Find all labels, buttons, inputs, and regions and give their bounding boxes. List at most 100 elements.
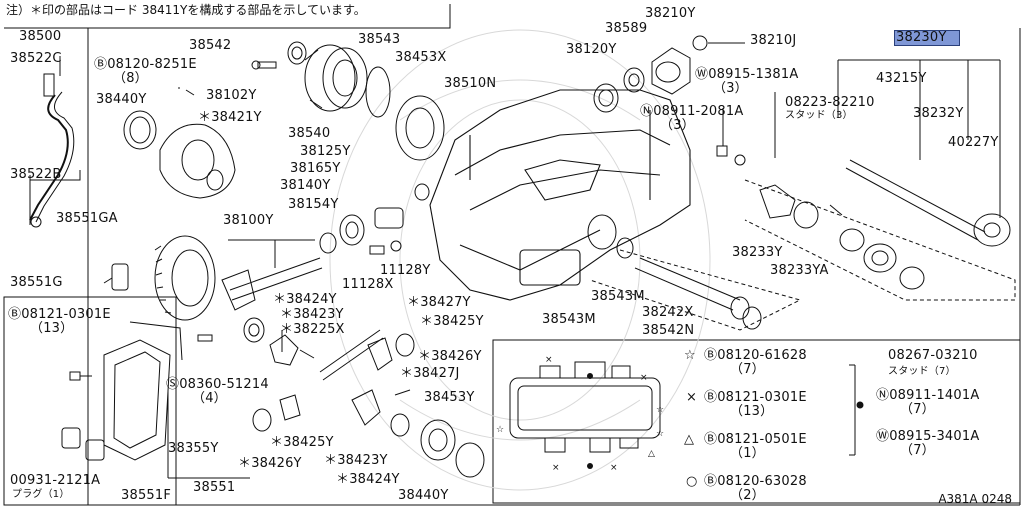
label-43215Y: 43215Y xyxy=(876,71,927,86)
label-08360-51214: Ⓢ08360-51214 xyxy=(166,377,269,392)
svg-text:×: × xyxy=(640,373,648,383)
legend-qty-7a: （7） xyxy=(730,362,765,377)
legend-group-part-08915-3401A: Ⓦ08915-3401A xyxy=(876,429,980,444)
svg-text:△: △ xyxy=(648,449,655,459)
label-38453X: 38453X xyxy=(395,50,447,65)
label-38242X: 38242X xyxy=(642,305,694,320)
svg-text:☆: ☆ xyxy=(656,405,664,415)
legend-group-part-08911-1401A: Ⓝ08911-1401A xyxy=(876,388,980,403)
label-38125Y: 38125Y xyxy=(300,144,351,159)
svg-text:×: × xyxy=(545,355,553,365)
label-38551GA: 38551GA xyxy=(56,211,118,226)
label-38225X: ＊38225X xyxy=(280,322,345,337)
label-40227Y: 40227Y xyxy=(948,135,999,150)
svg-text:×: × xyxy=(610,463,618,473)
label-38551G: 38551G xyxy=(10,275,63,290)
label-qty-3a: （3） xyxy=(713,81,748,96)
legend-group-part-08267-03210: 08267-03210 xyxy=(888,348,978,363)
label-38427J: ＊38427J xyxy=(400,366,460,381)
label-38522C: 38522C xyxy=(10,51,62,66)
svg-text:☆: ☆ xyxy=(656,429,664,439)
legend-symbol-circle: ○ xyxy=(686,474,698,489)
legend-qty-2: （2） xyxy=(730,488,765,503)
label-38440Y-upper: 38440Y xyxy=(96,92,147,107)
label-38423Y-lower: ＊38423Y xyxy=(324,453,388,468)
label-plug-1: プラグ（1） xyxy=(12,489,70,500)
label-38453Y: 38453Y xyxy=(424,390,475,405)
label-38510N: 38510N xyxy=(444,76,497,91)
label-38120Y: 38120Y xyxy=(566,42,617,57)
diagram-code: A381A 0248 xyxy=(938,492,1012,506)
label-38233Y: 38233Y xyxy=(732,245,783,260)
label-11128Y: 11128Y xyxy=(380,263,431,278)
label-qty-8: （8） xyxy=(113,71,148,86)
legend-group-qty-7c: （7） xyxy=(900,443,935,458)
label-38551: 38551 xyxy=(193,480,236,495)
label-38425Y-lower: ＊38425Y xyxy=(270,435,334,450)
watermark-emblem xyxy=(329,29,711,491)
diff-housing xyxy=(429,89,691,301)
legend-part-08120-61628: Ⓑ08120-61628 xyxy=(704,348,807,363)
label-qty-13: （13） xyxy=(30,321,74,336)
legend-qty-1: （1） xyxy=(730,446,765,461)
label-38165Y: 38165Y xyxy=(290,161,341,176)
side-retainer xyxy=(304,44,368,112)
axle-shaft xyxy=(839,159,1011,290)
legend-group-qty-stud: スタッド（7） xyxy=(888,366,956,377)
legend-qty-13: （13） xyxy=(730,404,774,419)
legend-part-08120-63028: Ⓑ08120-63028 xyxy=(704,474,807,489)
header-frame xyxy=(4,4,451,29)
header-note: 注）＊印の部品はコード 38411Yを構成する部品を示しています。 xyxy=(6,3,366,17)
label-38522B: 38522B xyxy=(10,167,62,182)
label-38543: 38543 xyxy=(358,32,401,47)
label-38426Y-right: ＊38426Y xyxy=(418,349,482,364)
label-38589: 38589 xyxy=(605,21,648,36)
label-38426Y-lower: ＊38426Y xyxy=(238,456,302,471)
label-38423Y-upper: ＊38423Y xyxy=(280,307,344,322)
label-38154Y: 38154Y xyxy=(288,197,339,212)
label-38542N: 38542N xyxy=(642,323,695,338)
diff-case xyxy=(159,123,236,199)
label-38210Y: 38210Y xyxy=(645,6,696,21)
label-38551F: 38551F xyxy=(121,488,172,503)
svg-text:×: × xyxy=(552,463,560,473)
label-38100Y: 38100Y xyxy=(223,213,274,228)
legend-symbol-cross: × xyxy=(686,390,698,405)
label-38355Y: 38355Y xyxy=(168,441,219,456)
label-38230Y-highlighted[interactable]: 38230Y xyxy=(894,30,960,46)
legend-symbol-triangle: △ xyxy=(684,432,695,447)
label-11128X: 11128X xyxy=(342,277,394,292)
ring-gear xyxy=(154,235,216,321)
legend-part-08121-0301E: Ⓑ08121-0301E xyxy=(704,390,807,405)
label-00931-2121A: 00931-2121A xyxy=(10,473,101,488)
label-08120-8251E: Ⓑ08120-8251E xyxy=(94,57,197,72)
label-38140Y: 38140Y xyxy=(280,178,331,193)
label-38500: 38500 xyxy=(19,29,62,44)
label-38424Y-lower: ＊38424Y xyxy=(336,472,400,487)
label-38210J: 38210J xyxy=(750,33,797,48)
label-38427Y: ＊38427Y xyxy=(407,295,471,310)
label-38232Y: 38232Y xyxy=(913,106,964,121)
label-38542: 38542 xyxy=(189,38,232,53)
label-38543M-left: 38543M xyxy=(542,312,596,327)
legend-part-08121-0501E: Ⓑ08121-0501E xyxy=(704,432,807,447)
label-38233YA: 38233YA xyxy=(770,263,829,278)
svg-text:☆: ☆ xyxy=(496,425,504,435)
label-38440Y-lower: 38440Y xyxy=(398,488,449,503)
label-stud-3: スタッド（3） xyxy=(785,110,853,121)
label-38425Y-upper: ＊38425Y xyxy=(420,314,484,329)
label-08121-0301E: Ⓑ08121-0301E xyxy=(8,307,111,322)
label-38540: 38540 xyxy=(288,126,331,141)
label-08911-2081A: Ⓝ08911-2081A xyxy=(640,104,744,119)
breather-hose xyxy=(29,73,75,228)
label-08915-1381A: Ⓦ08915-1381A xyxy=(695,67,799,82)
legend-group-qty-7b: （7） xyxy=(900,402,935,417)
label-08223-82210: 08223-82210 xyxy=(785,95,875,110)
legend-flange-sketch xyxy=(509,361,661,453)
label-38102Y: 38102Y xyxy=(206,88,257,103)
label-qty-4: （4） xyxy=(192,391,227,406)
label-38543M-right: 38543M xyxy=(591,289,645,304)
label-38424Y-upper: ＊38424Y xyxy=(273,292,337,307)
